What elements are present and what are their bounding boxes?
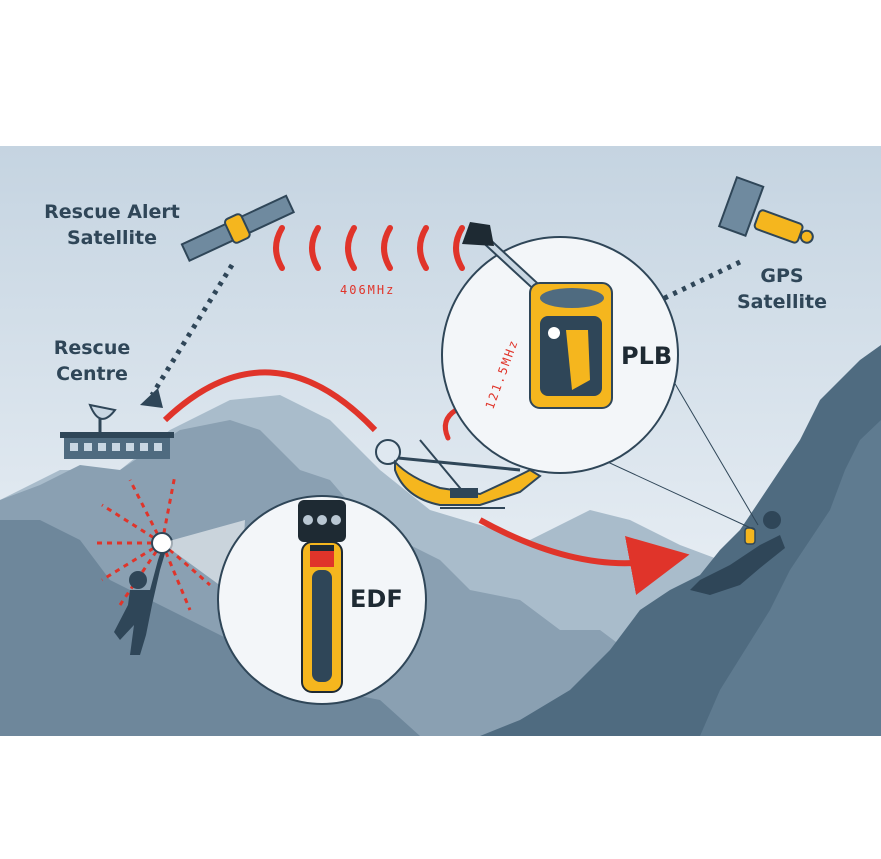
plb-device-icon (530, 283, 612, 408)
plb-label: PLB (621, 342, 672, 370)
rescue-centre-label-line2: Centre (56, 363, 128, 385)
gps-satellite-label-line2: Satellite (737, 291, 827, 313)
edf-device-icon (298, 500, 346, 692)
freq-406-label: 406MHz (340, 283, 395, 297)
rescue-centre-label-line1: Rescue (54, 337, 131, 359)
rescue-alert-satellite-label-line1: Rescue Alert (44, 201, 180, 223)
gps-satellite-label-line1: GPS (760, 265, 803, 287)
edf-label: EDF (350, 585, 403, 613)
rescue-alert-satellite-label-line2: Satellite (67, 227, 157, 249)
